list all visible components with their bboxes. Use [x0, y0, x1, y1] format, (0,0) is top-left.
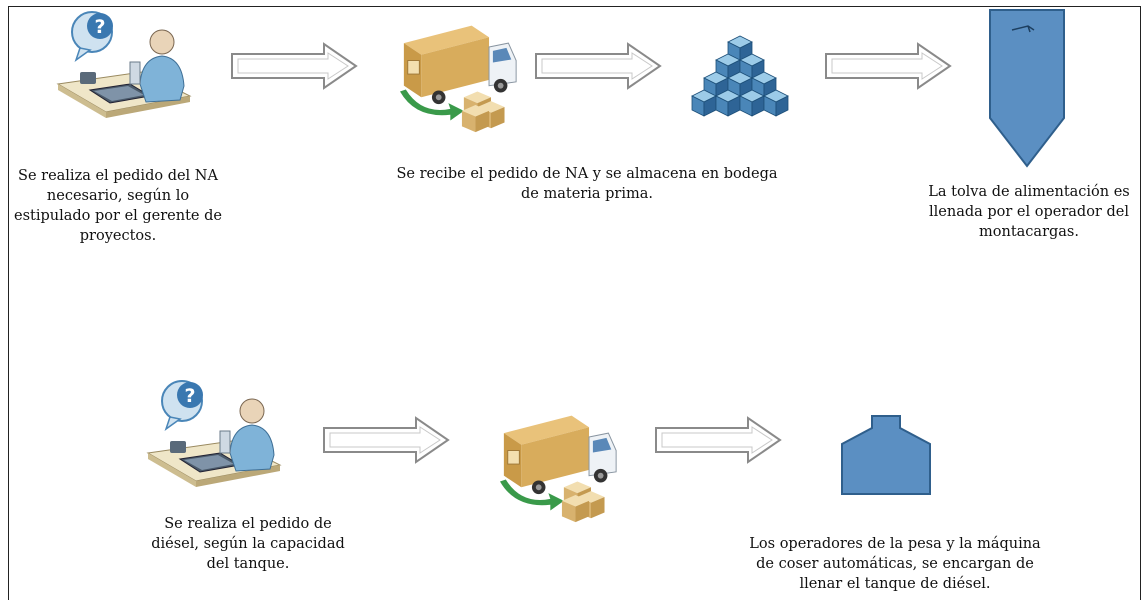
row2-step1-caption: Se realiza el pedido de diésel, según la…: [151, 516, 345, 572]
diesel-tank-icon: [841, 415, 931, 495]
arrow-1-icon: [231, 43, 357, 89]
arrow-2-icon: [535, 43, 661, 89]
row2-step3-caption: Los operadores de la pesa y la máquina d…: [749, 536, 1041, 592]
person-order-2-icon: [147, 380, 281, 488]
arrow-3-icon: [825, 43, 951, 89]
truck-delivery-2-icon: [499, 415, 617, 523]
truck-delivery-icon: [399, 25, 517, 133]
arrow-5-icon: [655, 417, 781, 463]
feed-hopper-icon: [989, 9, 1065, 168]
diagram-frame: [8, 6, 1141, 600]
person-order-icon: [57, 11, 191, 119]
arrow-4-icon: [323, 417, 449, 463]
stacked-cubes-icon: [691, 35, 789, 117]
row1-step3-caption: La tolva de alimentación es llenada por …: [928, 184, 1130, 240]
row1-step1-caption: Se realiza el pedido del NA necesario, s…: [14, 168, 222, 244]
row1-step2-caption: Se recibe el pedido de NA y se almacena …: [396, 166, 778, 202]
